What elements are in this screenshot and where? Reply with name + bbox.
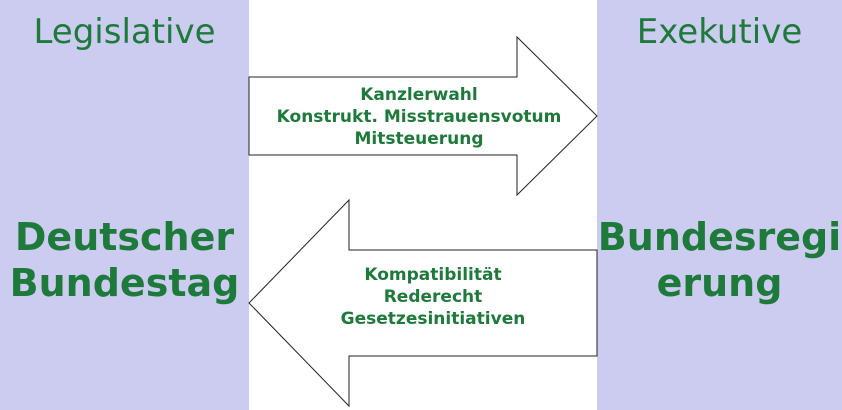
arrow-left-shape bbox=[248, 198, 598, 408]
arrow-right-item: Mitsteuerung bbox=[354, 129, 484, 149]
arrow-right-item: Konstrukt. Misstrauensvotum bbox=[276, 107, 562, 127]
legislative-heading: Legislative bbox=[33, 12, 216, 52]
bundesregierung-label: Bundesregi erung bbox=[597, 214, 842, 306]
arrow-right-item: Kanzlerwahl bbox=[360, 85, 478, 105]
legislative-panel: Legislative Deutscher Bundestag bbox=[0, 0, 249, 410]
bundestag-line2: Bundestag bbox=[9, 261, 240, 305]
arrow-right-shape bbox=[248, 35, 598, 197]
bundesregierung-line1: Bundesregi bbox=[597, 215, 842, 259]
arrow-left-labels: Kompatibilität Rederecht Gesetzesinitiat… bbox=[268, 264, 598, 330]
arrow-left-item: Kompatibilität bbox=[364, 265, 502, 285]
bundestag-label: Deutscher Bundestag bbox=[0, 214, 249, 306]
arrow-left-item: Gesetzesinitiativen bbox=[340, 309, 526, 329]
bundestag-line1: Deutscher bbox=[14, 215, 235, 259]
arrow-right-labels: Kanzlerwahl Konstrukt. Misstrauensvotum … bbox=[249, 84, 589, 150]
bundesregierung-line2: erung bbox=[656, 261, 783, 305]
executive-panel: Exekutive Bundesregi erung bbox=[597, 0, 842, 410]
arrow-left-item: Rederecht bbox=[383, 287, 483, 307]
executive-heading: Exekutive bbox=[636, 12, 803, 52]
